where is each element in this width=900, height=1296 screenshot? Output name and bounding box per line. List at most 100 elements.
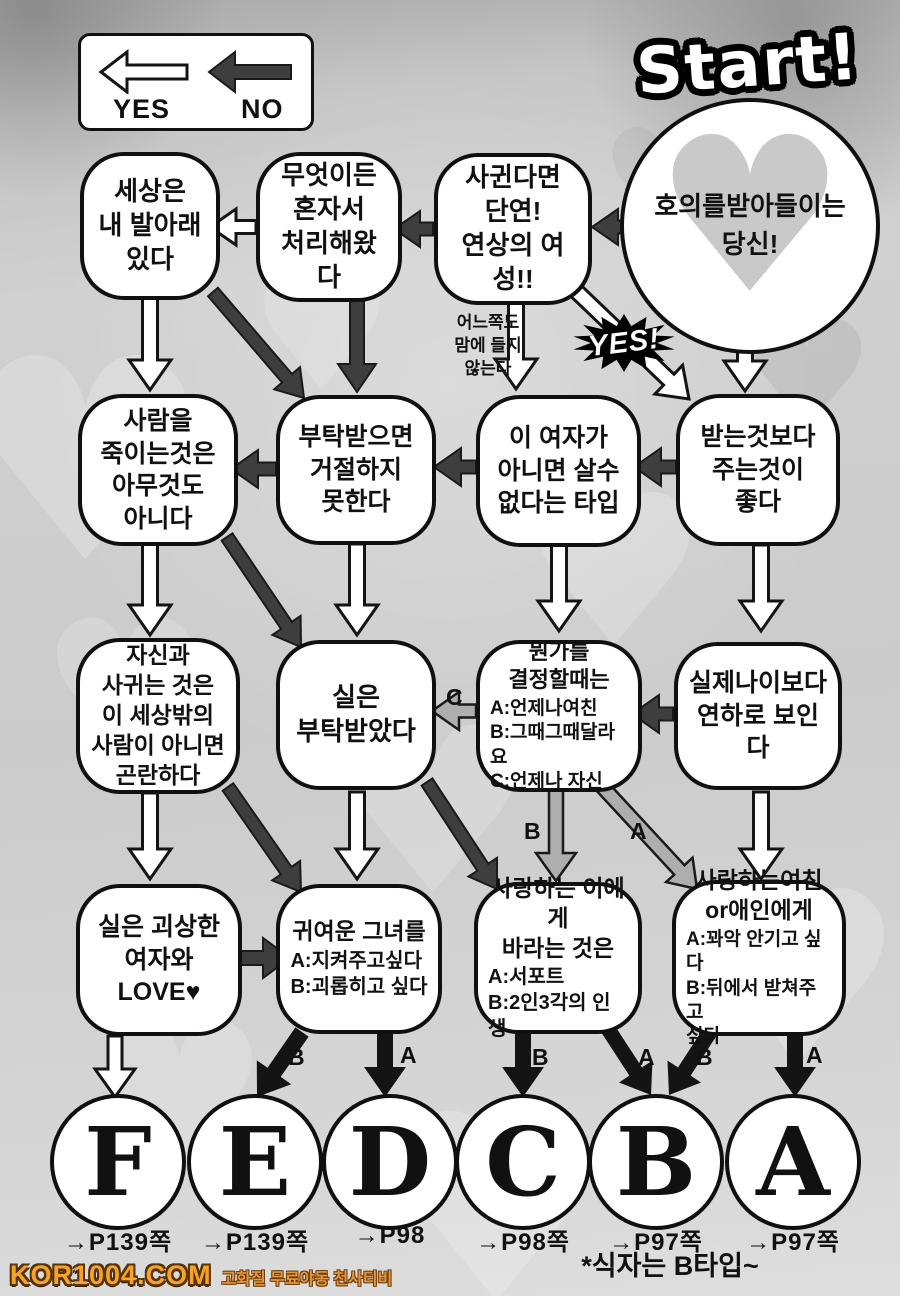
- page-ref-a: →P97쪽: [746, 1229, 840, 1256]
- flow-arrow: [333, 790, 381, 882]
- watermark-tagline: 고화질 무료야동 천사티비: [221, 1271, 393, 1288]
- flow-arrow: [256, 1027, 309, 1097]
- branch-label: A: [630, 818, 647, 844]
- result-letter: C: [485, 1106, 561, 1218]
- yes-burst: YES!: [572, 314, 676, 372]
- branch-label: C: [446, 684, 463, 710]
- flow-arrow: [392, 209, 434, 249]
- page-ref-c: →P98쪽: [476, 1229, 570, 1256]
- branch-label: A: [806, 1042, 823, 1068]
- legend-yes-label: YES: [113, 94, 171, 124]
- box-cute-her: 귀여운 그녀를 A:지켜주고싶다 B:괴롭히고 싶다: [276, 884, 442, 1034]
- result-circle-c: C: [455, 1094, 591, 1230]
- start-node: ♥ 호의를받아들이는 당신!: [620, 98, 880, 354]
- watermark-site: KOR1004.COM: [10, 1260, 212, 1290]
- flow-arrow: [221, 781, 303, 894]
- flow-arrow: [207, 49, 292, 94]
- flow-arrow: [492, 298, 540, 392]
- box-text: 부탁받으면 거절하지 못한다: [298, 423, 414, 517]
- page-ref-b: →P97쪽: [609, 1229, 703, 1256]
- box-to-girlfriend: 사랑하는여친 or애인에게 A:꽈악 안기고 싶다 B:뒤에서 받쳐주고 싶다: [672, 867, 846, 1047]
- box-title: 사랑하는여친 or애인에게: [695, 867, 823, 924]
- flow-arrow: [220, 532, 303, 649]
- box-text: 세상은 내 발아래 있다: [98, 176, 202, 274]
- box-look-younger: 실제나이보다 연하로 보인다: [674, 642, 842, 790]
- box-when-deciding: 뭔가를 결정할때는 A:언제나여친 B:그때그때달라요 C:언제나 자신: [476, 638, 642, 792]
- box-text: 사람을 죽이는것은 아무것도 아니다: [100, 407, 216, 533]
- flow-arrow: [632, 446, 677, 488]
- page-ref-f: →P139쪽: [63, 1229, 173, 1256]
- result-circle-f: F: [50, 1094, 186, 1230]
- result-letter: F: [84, 1106, 152, 1218]
- box-options: A:지켜주고싶다 B:괴롭히고 싶다: [290, 950, 428, 998]
- flow-arrow: [336, 296, 378, 394]
- flow-arrow: [432, 446, 477, 488]
- branch-label: A: [400, 1042, 417, 1068]
- box-text: 사귄다면 단연! 연상의 여성!!: [461, 162, 565, 294]
- result-circle-b: B: [588, 1094, 724, 1230]
- box-weird-love: 실은 괴상한 여자와LOVE♥: [76, 884, 242, 1036]
- box-only-her: 이 여자가 아니면 살수 없다는 타입: [476, 395, 641, 547]
- result-letter: E: [218, 1106, 292, 1218]
- flow-arrow: [737, 790, 785, 882]
- flow-arrow: [92, 1034, 138, 1100]
- result-circle-e: E: [187, 1094, 323, 1230]
- box-text: 받는것보다 주는것이 좋다: [700, 423, 816, 517]
- box-world-under-feet: 세상은 내 발아래 있다: [80, 152, 220, 300]
- legend-no-label: NO: [241, 94, 284, 124]
- result-circle-a: A: [725, 1094, 861, 1230]
- box-text: 자신과 사귀는 것은 이 세상밖의 사람이 아니면 곤란하다: [91, 642, 225, 788]
- heart-icon: ♥: [653, 90, 847, 342]
- box-text: 무엇이든 혼자서 처리해왔다: [281, 160, 377, 292]
- side-note: 어느쪽도 맘에 들지 않는다: [454, 313, 522, 378]
- flow-arrow: [429, 689, 478, 733]
- flow-arrow: [533, 788, 579, 884]
- yes-no-legend: YES NO: [78, 33, 314, 131]
- flow-arrow: [591, 775, 699, 891]
- result-letter: B: [615, 1106, 697, 1218]
- flow-arrow: [774, 1032, 816, 1097]
- box-text: 실은 부탁받았다: [296, 682, 416, 746]
- box-otherworldly-partner: 자신과 사귀는 것은 이 세상밖의 사람이 아니면 곤란하다: [76, 638, 240, 794]
- watermark: KOR1004.COM 고화질 무료야동 천사티비: [10, 1260, 392, 1291]
- box-older-woman: 사귄다면 단연! 연상의 여성!!: [434, 153, 592, 305]
- flow-arrow: [364, 1032, 406, 1097]
- flow-arrow: [590, 207, 622, 247]
- box-text: 실은 괴상한 여자와LOVE♥: [98, 913, 220, 1007]
- box-cant-refuse: 부탁받으면 거절하지 못한다: [276, 395, 436, 545]
- flow-arrow: [126, 791, 174, 882]
- box-options: A:꽈악 안기고 싶다 B:뒤에서 받쳐주고 싶다: [686, 929, 822, 1048]
- legend-arrows: [98, 48, 292, 94]
- result-letter: D: [348, 1106, 432, 1218]
- flow-arrow: [229, 448, 277, 490]
- branch-label: B: [524, 818, 541, 844]
- flow-arrow: [420, 777, 498, 891]
- box-options: A:서포트 B:2인3각의 인생: [488, 966, 611, 1040]
- box-title: 귀여운 그녀를: [292, 918, 426, 945]
- flow-arrow: [737, 543, 785, 634]
- box-text: 이 여자가 아니면 살수 없다는 타입: [497, 424, 620, 518]
- box-actually-asked: 실은 부탁받았다: [276, 640, 436, 790]
- branch-label: B: [288, 1044, 305, 1070]
- box-options: A:언제나여친 B:그때그때달라요 C:언제나 자신: [490, 697, 615, 792]
- box-handle-alone: 무엇이든 혼자서 처리해왔다: [256, 152, 402, 302]
- flow-arrow: [502, 1032, 544, 1097]
- flow-arrow: [535, 543, 583, 634]
- branch-label: B: [696, 1044, 713, 1070]
- result-circle-d: D: [322, 1094, 458, 1230]
- flow-arrow: [126, 542, 174, 638]
- flow-arrow: [667, 1024, 719, 1095]
- start-node-label: 호의를받아들이는 당신!: [654, 191, 846, 259]
- box-text: 실제나이보다 연하로 보인다: [688, 669, 827, 763]
- branch-label: A: [638, 1044, 655, 1070]
- footnote: *식자는 B타입~: [581, 1251, 759, 1281]
- page-ref-e: →P139쪽: [200, 1229, 310, 1256]
- result-letter: A: [756, 1106, 830, 1218]
- flow-arrow: [601, 1024, 653, 1095]
- flow-arrow: [206, 286, 306, 400]
- flow-arrow: [333, 542, 381, 638]
- page-ref-d: →P98: [354, 1222, 426, 1249]
- box-title: 뭔가를 결정할때는: [508, 638, 610, 693]
